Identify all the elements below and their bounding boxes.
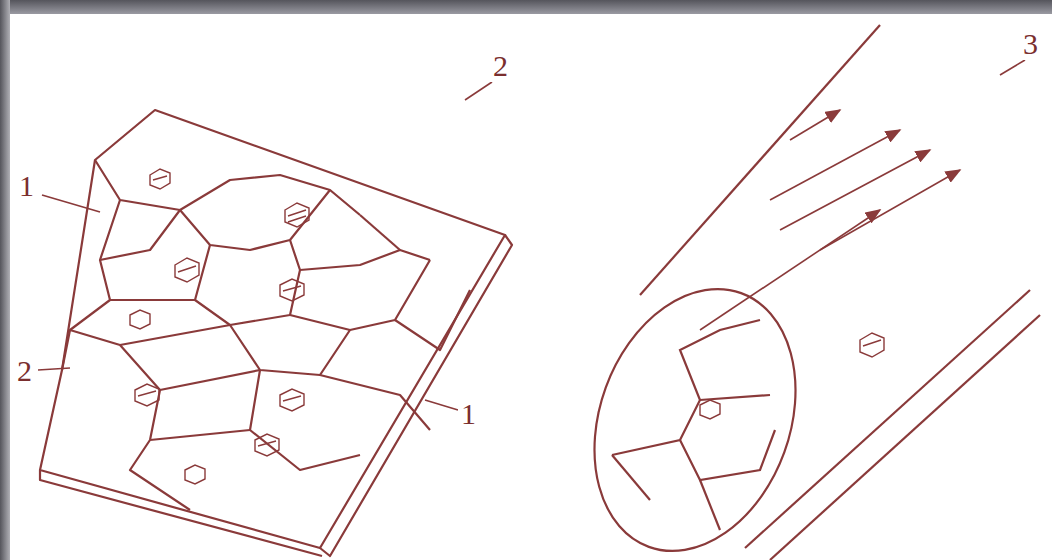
domain-symbol	[130, 169, 309, 484]
frame-bar	[0, 0, 1052, 14]
rod-sample	[560, 25, 1040, 560]
frame-bar	[0, 0, 10, 560]
magnetization-arrow	[700, 110, 960, 330]
callout-number: 2	[14, 355, 35, 387]
leader-line	[38, 60, 1025, 410]
callout-number: 1	[458, 398, 479, 430]
callout-number: 1	[16, 170, 37, 202]
callout-number: 2	[490, 50, 511, 82]
callout-number: 3	[1020, 28, 1041, 60]
sheet-sample	[40, 110, 512, 556]
domain-symbol	[700, 333, 884, 419]
